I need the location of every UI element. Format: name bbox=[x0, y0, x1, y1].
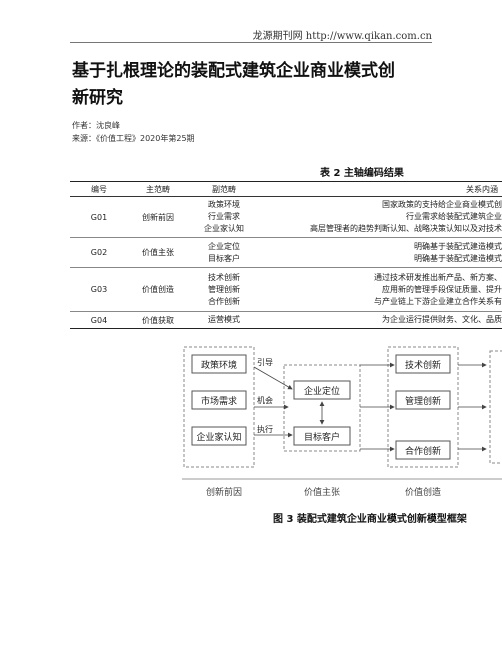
cell-id: G01 bbox=[70, 196, 128, 238]
node-management-innovation bbox=[395, 390, 451, 410]
article-title-line-2: 新研究 bbox=[72, 88, 123, 108]
header-relation: 关系内涵 bbox=[260, 181, 502, 197]
stage-label-creation: 价值创造 bbox=[405, 486, 441, 498]
stage-box-capture bbox=[489, 350, 502, 464]
table-row: G01 创新前因 政策环境行业需求企业家认知 国家政策的支持给企业商业模式创行业… bbox=[70, 196, 502, 238]
edge-opportunity-label: 机会 bbox=[257, 395, 273, 405]
cell-relations: 为企业运行提供财务、文化、品质 bbox=[260, 311, 502, 329]
coding-table: 编号 主范畴 副范畴 关系内涵 G01 创新前因 政策环境行业需求企业家认知 国… bbox=[70, 181, 502, 329]
cell-main: 创新前因 bbox=[128, 196, 188, 238]
header-sub-category: 副范畴 bbox=[188, 181, 260, 197]
site-header-link[interactable]: 龙源期刊网 http://www.qikan.com.cn bbox=[252, 31, 432, 42]
node-entrepreneur-label: 企业家认知 bbox=[196, 431, 241, 443]
node-cooperation-innovation bbox=[395, 440, 451, 460]
node-positioning-label: 企业定位 bbox=[304, 385, 340, 397]
edge-guide-label: 引导 bbox=[257, 358, 273, 367]
cell-id: G02 bbox=[70, 237, 128, 268]
edge-execute-label: 执行 bbox=[257, 424, 273, 434]
header-rule bbox=[70, 42, 432, 43]
node-target-customer bbox=[293, 426, 351, 446]
table-caption: 表 2 主轴编码结果 bbox=[320, 168, 404, 179]
model-diagram: 政策环境 市场需求 企业家认知 引导 机会 执行 企业定位 目标客户 技术创新 … bbox=[182, 346, 502, 498]
table-row: G03 价值创造 技术创新管理创新合作创新 通过技术研发推出新产品、新方案、应用… bbox=[70, 267, 502, 312]
cell-relations: 通过技术研发推出新产品、新方案、应用新的管理手段保证质量、提升与产业链上下游企业… bbox=[260, 267, 502, 312]
cell-subs: 技术创新管理创新合作创新 bbox=[188, 267, 260, 312]
cell-id: G04 bbox=[70, 311, 128, 329]
cell-main: 价值创造 bbox=[128, 267, 188, 312]
node-market bbox=[191, 390, 247, 410]
node-cooperation-innovation-label: 合作创新 bbox=[405, 445, 441, 457]
table-header-row: 编号 主范畴 副范畴 关系内涵 bbox=[70, 181, 502, 197]
node-market-label: 市场需求 bbox=[201, 395, 237, 407]
article-source: 来源：《价值工程》2020年第25期 bbox=[72, 134, 195, 143]
stage-label-antecedents: 创新前因 bbox=[206, 486, 242, 498]
figure-caption: 图 3 装配式建筑企业商业模式创新模型框架 bbox=[273, 514, 467, 525]
cell-relations: 明确基于装配式建造模式明确基于装配式建造模式 bbox=[260, 237, 502, 268]
cell-main: 价值获取 bbox=[128, 311, 188, 329]
cell-id: G03 bbox=[70, 267, 128, 312]
stage-label-proposition: 价值主张 bbox=[304, 486, 340, 498]
node-tech-innovation bbox=[395, 354, 451, 374]
table-row: G04 价值获取 运营模式 为企业运行提供财务、文化、品质 bbox=[70, 311, 502, 329]
cell-subs: 企业定位目标客户 bbox=[188, 237, 260, 268]
node-policy-label: 政策环境 bbox=[201, 359, 237, 371]
node-policy bbox=[191, 354, 247, 374]
article-title-line-1: 基于扎根理论的装配式建筑企业商业模式创 bbox=[72, 61, 395, 81]
node-tech-innovation-label: 技术创新 bbox=[405, 359, 441, 371]
table-row: G02 价值主张 企业定位目标客户 明确基于装配式建造模式明确基于装配式建造模式 bbox=[70, 237, 502, 268]
header-main-category: 主范畴 bbox=[128, 181, 188, 197]
cell-main: 价值主张 bbox=[128, 237, 188, 268]
cell-subs: 政策环境行业需求企业家认知 bbox=[188, 196, 260, 238]
node-target-customer-label: 目标客户 bbox=[304, 431, 340, 443]
edge-guide bbox=[253, 366, 293, 390]
article-author: 作者：沈良峰 bbox=[72, 121, 120, 130]
header-id: 编号 bbox=[70, 181, 128, 197]
cell-relations: 国家政策的支持给企业商业模式创行业需求给装配式建筑企业高层管理者的趋势判断认知、… bbox=[260, 196, 502, 238]
cell-subs: 运营模式 bbox=[188, 311, 260, 329]
node-management-innovation-label: 管理创新 bbox=[405, 395, 441, 407]
node-entrepreneur bbox=[191, 426, 247, 446]
article-title: 基于扎根理论的装配式建筑企业商业模式创 新研究 bbox=[72, 58, 452, 112]
node-positioning bbox=[293, 380, 351, 400]
